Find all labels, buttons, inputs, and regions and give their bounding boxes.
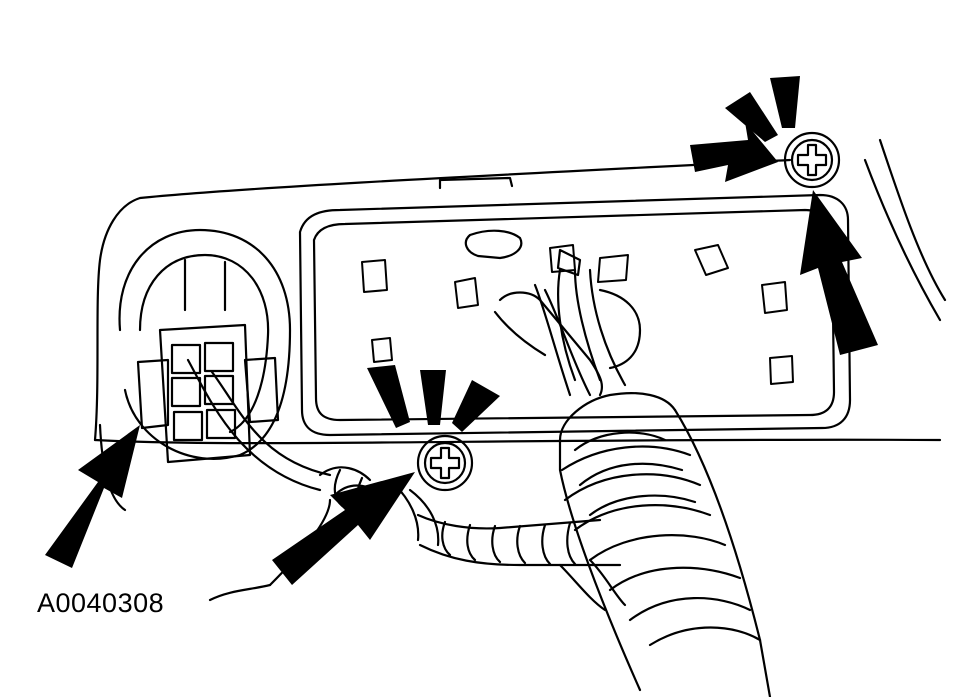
corrugated-wiring-harness <box>558 392 772 697</box>
arrow-icon <box>45 425 140 568</box>
arrow-icon <box>690 122 778 182</box>
arrow-icon <box>272 472 415 585</box>
mounting-plate <box>298 176 852 437</box>
harness-wires <box>493 248 642 397</box>
emphasis-marks <box>367 76 800 432</box>
phillips-screw-icon <box>416 434 474 492</box>
arrow-icon <box>800 190 878 355</box>
figure-id-label: A0040308 <box>37 588 165 618</box>
clip-tab <box>464 229 523 260</box>
electrical-connector <box>136 323 332 492</box>
connector-boot <box>118 228 292 460</box>
plate-holes <box>361 244 794 385</box>
phillips-screw-icon <box>783 131 841 189</box>
